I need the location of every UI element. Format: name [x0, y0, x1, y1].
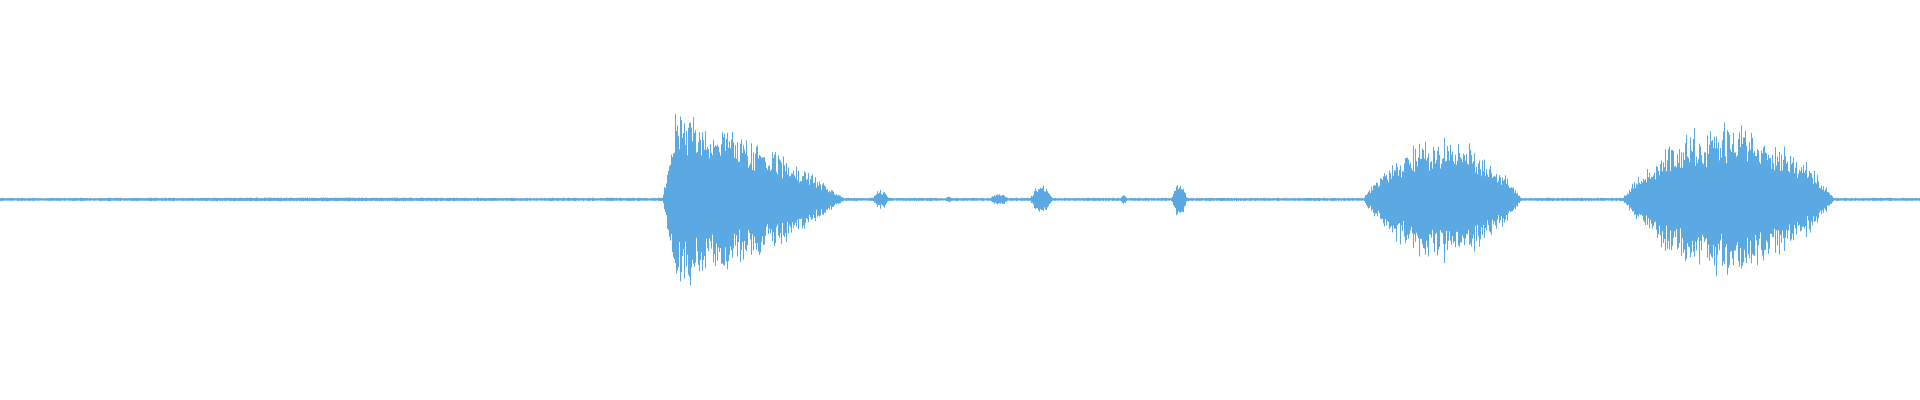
waveform-samples — [0, 113, 1920, 286]
waveform-path — [0, 113, 1920, 286]
